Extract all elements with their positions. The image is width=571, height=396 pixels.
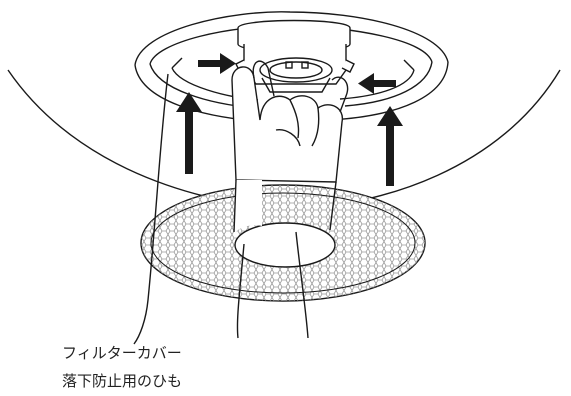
filter-cover-label: フィルターカバー: [62, 344, 182, 362]
arm-illustration: [233, 179, 337, 339]
hand-illustration: [231, 60, 349, 183]
filter-cover: [140, 184, 426, 302]
arrow-right-icon: [198, 53, 236, 74]
safety-string-label: 落下防止用のひも: [62, 372, 183, 390]
arrow-up-icon: [377, 106, 403, 186]
arrow-up-icon: [176, 92, 202, 174]
safety-string: [133, 73, 169, 345]
arrow-left-icon: [358, 73, 396, 94]
